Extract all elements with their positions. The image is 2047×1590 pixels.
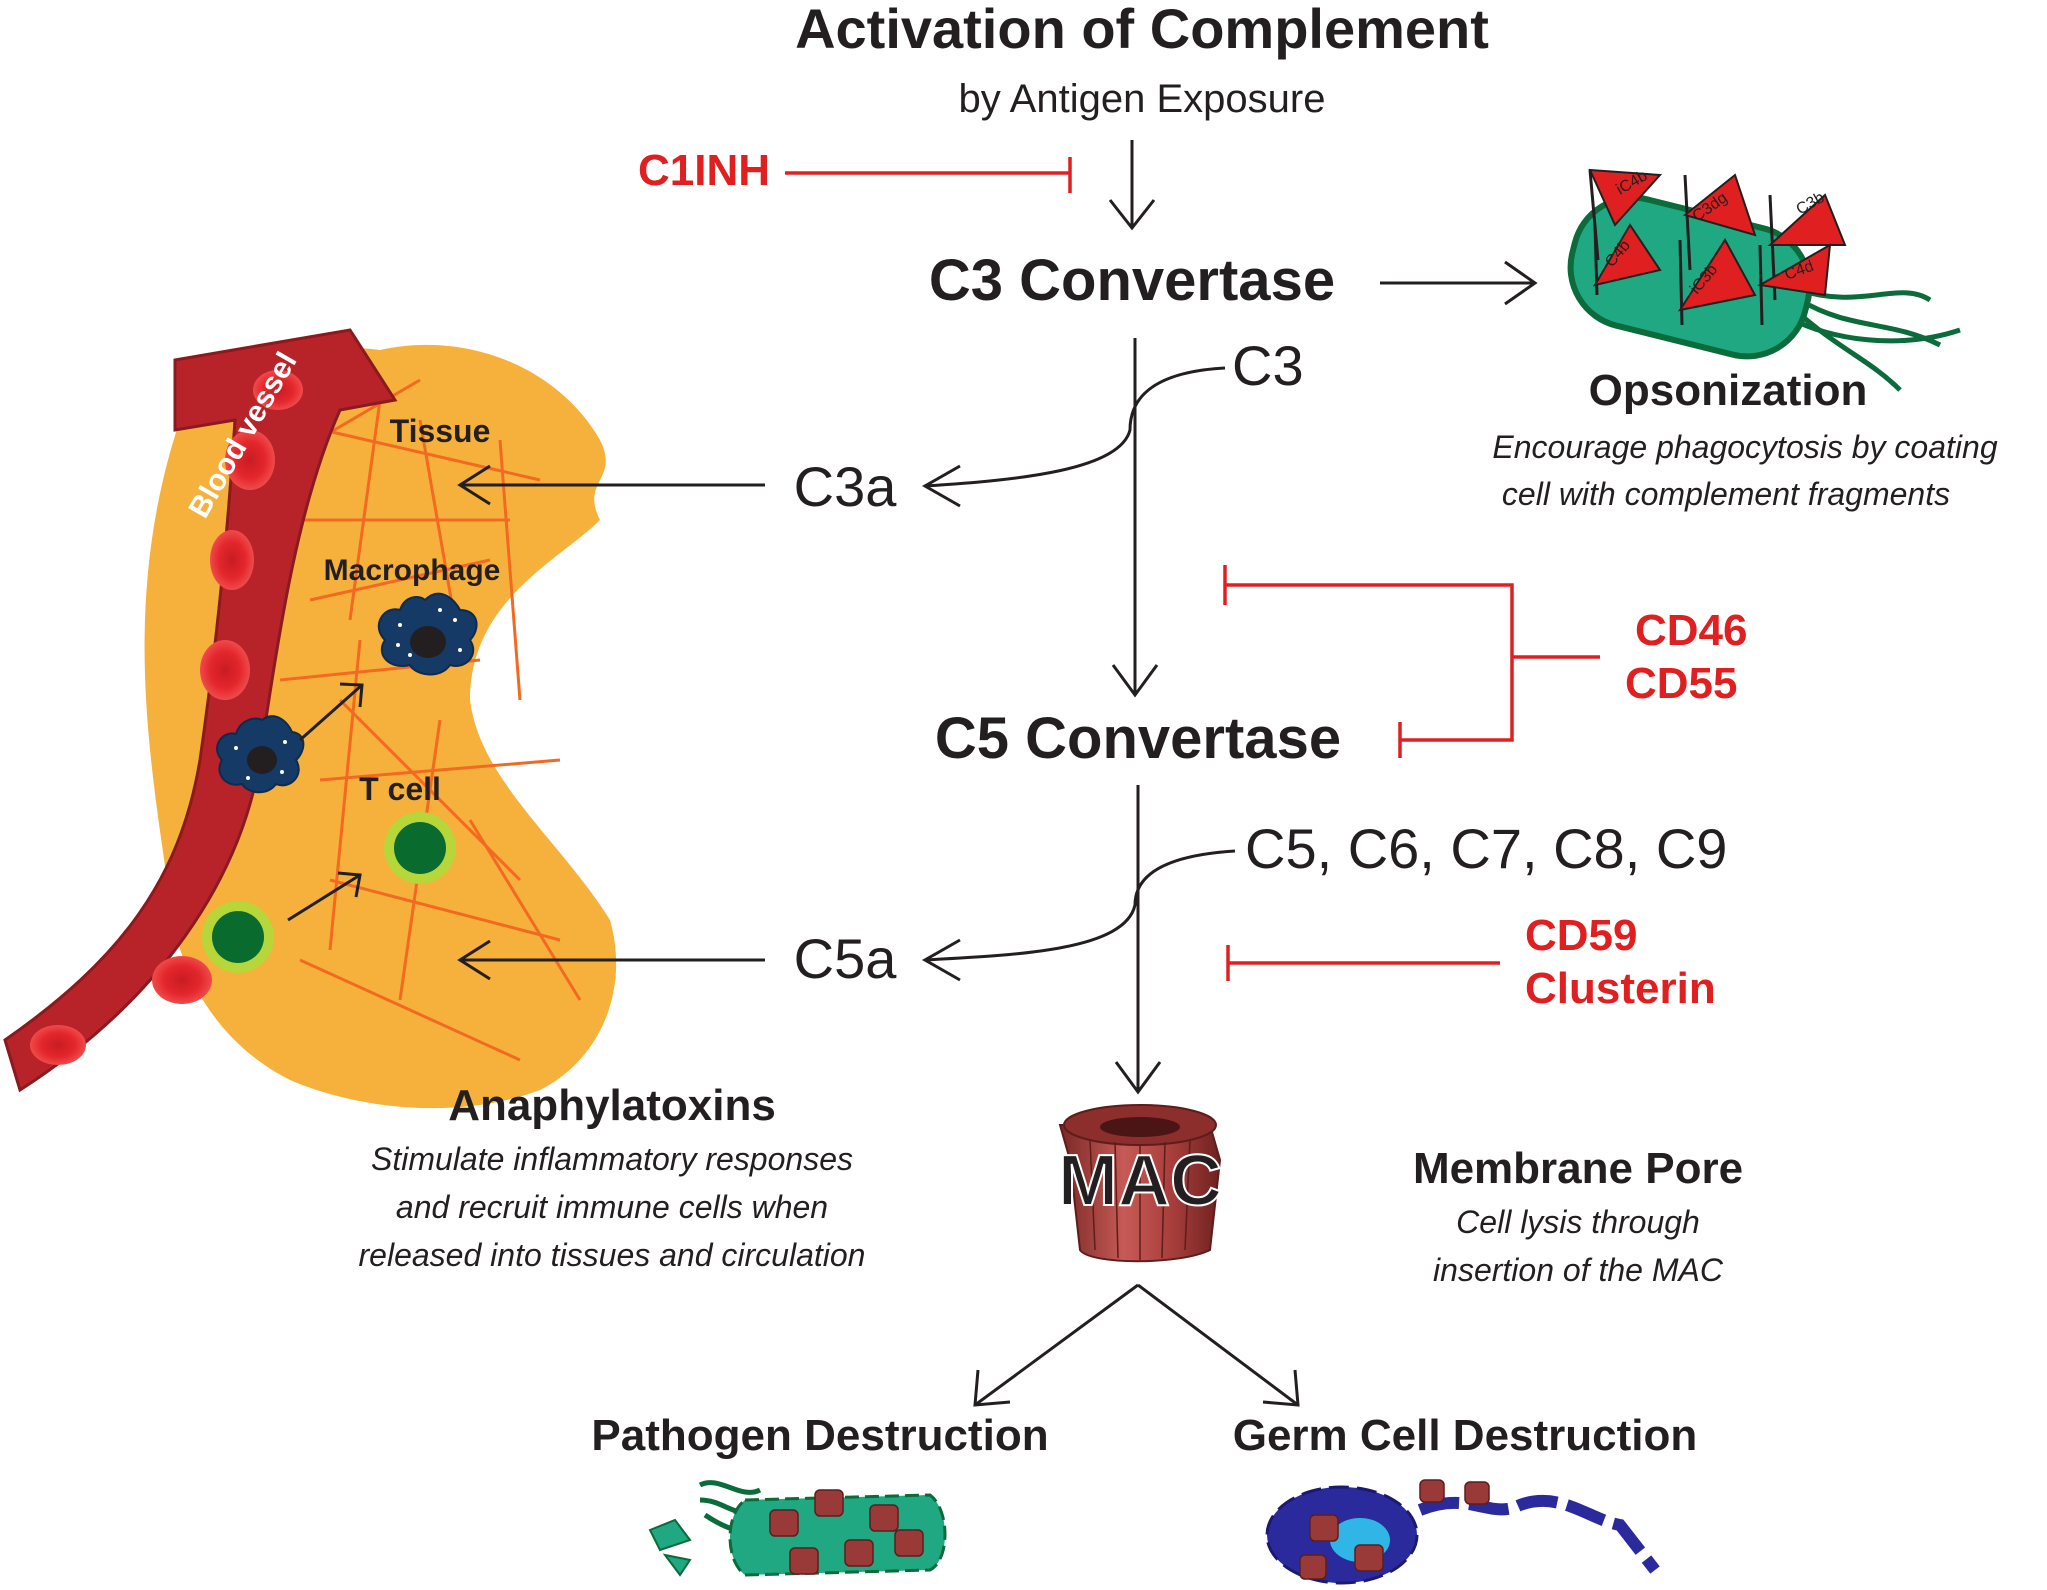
arrowhead	[339, 682, 364, 708]
arrowhead	[973, 1369, 1011, 1407]
cd55-label: CD55	[1625, 659, 1738, 708]
c3-label: C3	[1232, 334, 1304, 397]
arrowhead	[457, 939, 491, 981]
macrophage-label: Macrophage	[324, 554, 501, 587]
macrophage-in-vessel	[216, 715, 305, 794]
t-cell-in-tissue	[384, 812, 456, 884]
arrowhead	[1108, 199, 1156, 231]
arrowhead	[1111, 664, 1159, 698]
clusterin-label: Clusterin	[1525, 964, 1716, 1013]
opsonization-desc-1: Encourage phagocytosis by coating	[1492, 429, 1997, 465]
c5-c9-label: C5, C6, C7, C8, C9	[1245, 817, 1727, 880]
arrow-to-germ-cell	[1137, 1283, 1299, 1407]
arrow-to-pathogen	[974, 1283, 1139, 1407]
arrowhead	[1262, 1369, 1300, 1407]
membrane-pore-desc-2: insertion of the MAC	[1433, 1252, 1724, 1288]
cd46-label: CD46	[1635, 606, 1748, 655]
anaphylatoxins-desc-3: released into tissues and circulation	[359, 1237, 866, 1273]
membrane-pore-desc-1: Cell lysis through	[1456, 1204, 1700, 1240]
fragment-flags: iC4b C3dg C3b C4b iC3b C4d	[1588, 167, 1847, 326]
anaphylatoxins-title: Anaphylatoxins	[448, 1081, 776, 1130]
mac-label: MAC	[1058, 1141, 1222, 1221]
subtitle: by Antigen Exposure	[959, 77, 1326, 121]
t-cell-label: T cell	[359, 771, 441, 807]
c3-cleavage-curve	[924, 366, 1226, 488]
anaphylatoxins-desc-1: Stimulate inflammatory responses	[371, 1141, 853, 1177]
arrowhead	[921, 464, 961, 508]
tissue-label: Tissue	[390, 413, 491, 449]
arrowhead	[1114, 1061, 1162, 1095]
c5-convertase: C5 Convertase	[935, 706, 1341, 771]
macrophage-in-tissue	[377, 592, 478, 676]
c1inh-label: C1INH	[638, 146, 770, 195]
tissue-panel: Blood vessel Tissue Macrophage T cell	[3, 328, 765, 1109]
mac-pore-illustration	[1058, 1104, 1222, 1263]
title: Activation of Complement	[795, 0, 1489, 60]
red-blood-cells	[30, 370, 303, 1065]
c5-cleavage-curve	[924, 849, 1236, 962]
membrane-pore-title: Membrane Pore	[1413, 1144, 1743, 1193]
opsonization-title: Opsonization	[1589, 366, 1868, 415]
flagella	[1788, 287, 1961, 392]
pathogen-destruction-label: Pathogen Destruction	[591, 1411, 1048, 1460]
cd59-label: CD59	[1525, 911, 1638, 960]
cd46-cd55-bracket	[1225, 583, 1600, 742]
t-cell-in-vessel	[202, 901, 274, 973]
germ-cell-destruction-illustration	[1265, 1479, 1660, 1585]
anaphylatoxins-desc-2: and recruit immune cells when	[396, 1189, 828, 1225]
c5a-label: C5a	[794, 927, 898, 990]
blood-vessel	[3, 328, 398, 1093]
c3a-label: C3a	[794, 455, 898, 518]
arrowhead	[457, 464, 491, 506]
arrowhead	[1504, 260, 1538, 306]
pathogen-destruction-illustration	[648, 1480, 947, 1577]
arrowhead	[921, 938, 961, 982]
arrowhead	[337, 871, 362, 898]
opsonized-bacterium: iC4b C3dg C3b C4b iC3b C4d	[1567, 167, 1961, 392]
c3-convertase: C3 Convertase	[929, 248, 1335, 313]
germ-cell-destruction-label: Germ Cell Destruction	[1233, 1411, 1698, 1460]
opsonization-desc-2: cell with complement fragments	[1502, 476, 1950, 512]
